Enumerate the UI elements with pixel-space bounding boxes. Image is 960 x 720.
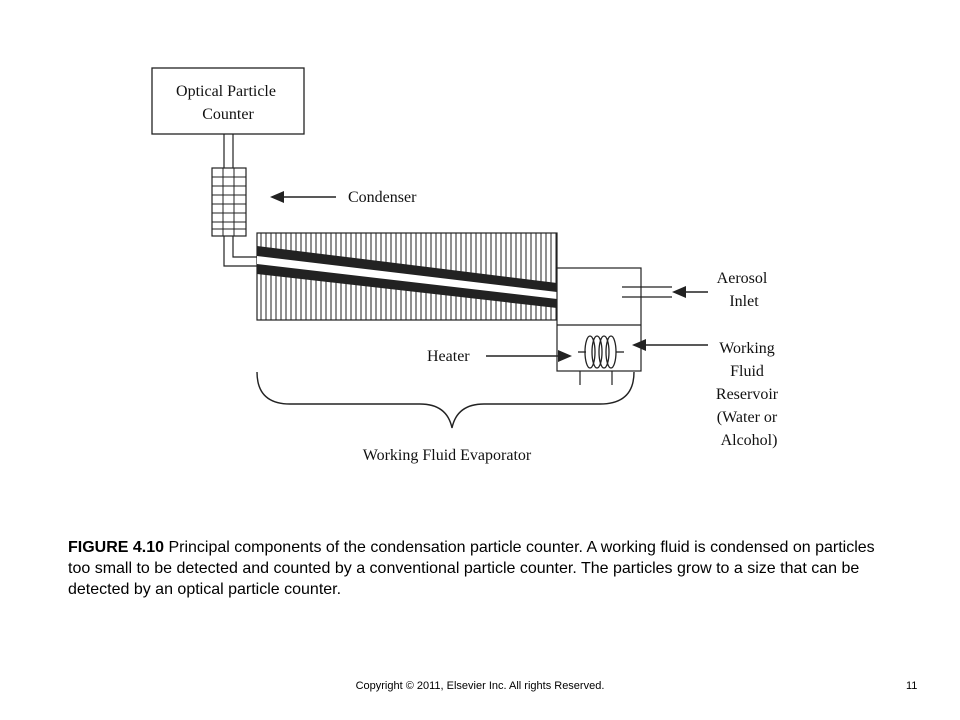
heater-label: Heater <box>427 348 470 365</box>
reservoir-label-3: Reservoir <box>716 386 779 403</box>
figure-caption: FIGURE 4.10 Principal components of the … <box>68 537 898 600</box>
condenser-grid <box>211 167 247 237</box>
heater-coil <box>578 335 624 369</box>
optical-counter-label-2: Counter <box>202 106 254 123</box>
figure-label: FIGURE 4.10 <box>68 539 165 556</box>
copyright-notice: Copyright © 2011, Elsevier Inc. All righ… <box>355 680 605 692</box>
page-number: 11 <box>906 680 918 692</box>
optical-counter-box <box>151 67 305 135</box>
aerosol-inlet-label-1: Aerosol <box>717 270 768 287</box>
optical-counter-label-1: Optical Particle <box>176 83 276 100</box>
reservoir-label-5: Alcohol) <box>721 432 778 449</box>
evaporator-body <box>256 232 558 321</box>
condenser-label: Condenser <box>348 189 417 206</box>
evaporator-label: Working Fluid Evaporator <box>363 447 532 464</box>
reservoir-label-1: Working <box>719 340 775 357</box>
reservoir-label-2: Fluid <box>730 363 764 380</box>
svg-text:Optical Particle Counter: Optical Particle Counter <box>176 83 280 123</box>
svg-text:Aerosol Inlet: Aerosol Inlet <box>717 270 772 310</box>
svg-text:Working Fluid Reservoi: Working Fluid Reservoir (Water or Alcoho… <box>716 340 782 449</box>
reservoir-label-4: (Water or <box>717 409 778 426</box>
reservoir-housing <box>556 267 672 385</box>
caption-text: Principal components of the condensation… <box>68 539 875 598</box>
evaporator-brace <box>256 371 635 429</box>
aerosol-inlet-label-2: Inlet <box>729 293 759 310</box>
cpc-diagram: Optical Particle Counter Condenser <box>151 67 782 464</box>
